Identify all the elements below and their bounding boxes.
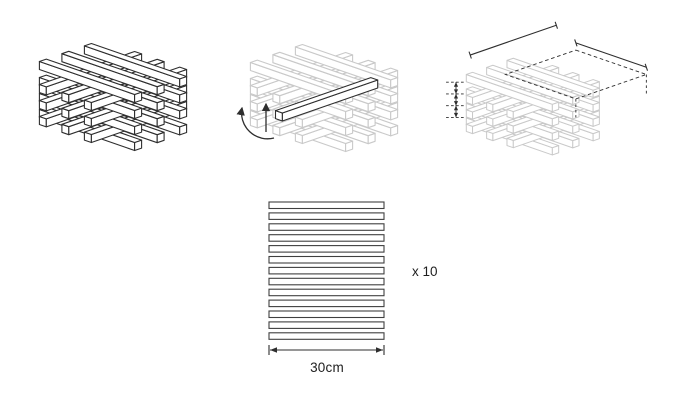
dimensioned-structure-drawing — [446, 21, 649, 156]
slat-placement-drawing — [236, 43, 399, 153]
step-assembled-structure — [33, 37, 193, 157]
width-dimension-label: 30cm — [310, 360, 344, 375]
step-slat-placement — [232, 38, 404, 158]
slat-stack-drawing — [268, 201, 385, 355]
quantity-label: x 10 — [412, 264, 438, 279]
assembled-structure-drawing — [38, 42, 188, 152]
materials-stack — [262, 198, 392, 360]
step-dimensioned-structure — [444, 18, 656, 159]
